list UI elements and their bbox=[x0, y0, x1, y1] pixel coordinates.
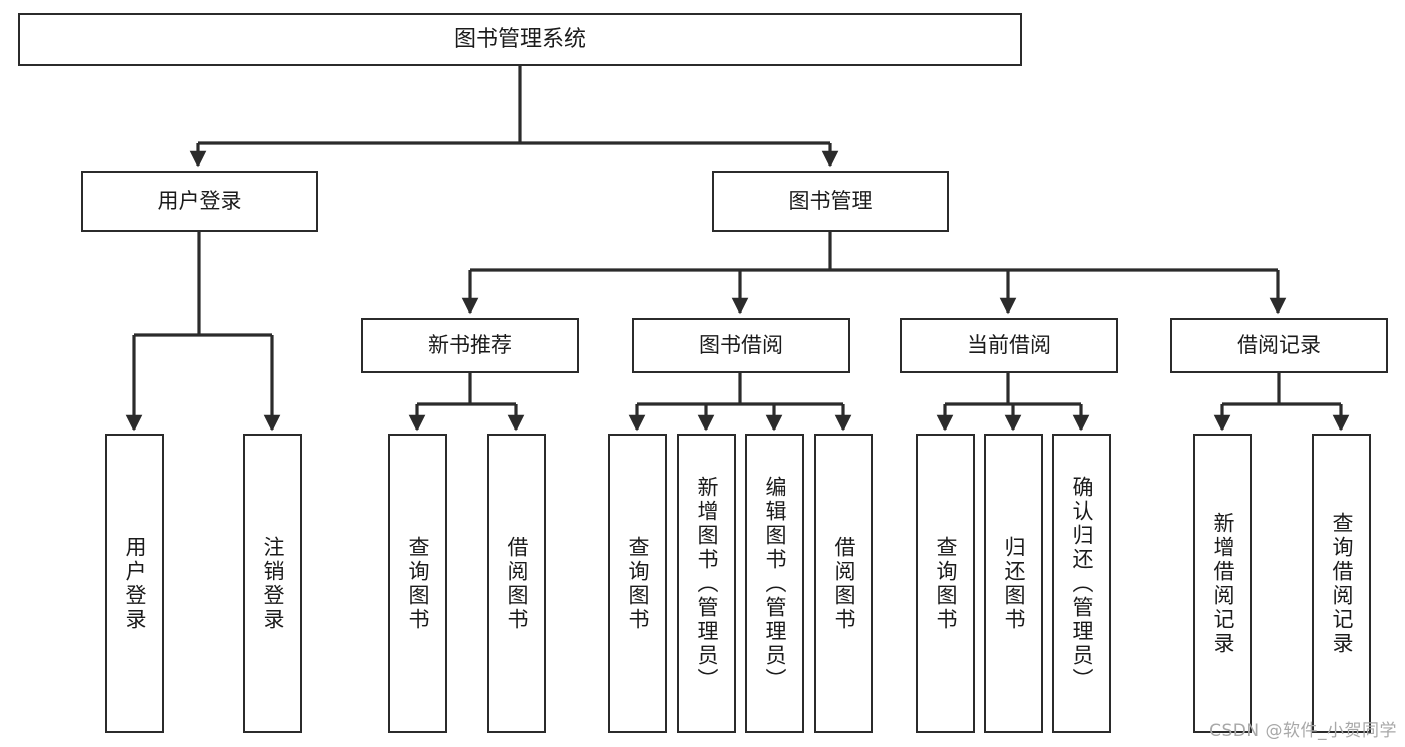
node-borrow-record[interactable]: 借阅记录 bbox=[1170, 318, 1388, 373]
node-label: 新增借阅记录 bbox=[1211, 511, 1235, 656]
node-leaf-edit-book-admin[interactable]: 编辑图书（管理员） bbox=[745, 434, 804, 733]
node-leaf-borrow-book-recommend[interactable]: 借阅图书 bbox=[487, 434, 546, 733]
node-label: 借阅图书 bbox=[505, 535, 529, 632]
node-leaf-query-borrow-record[interactable]: 查询借阅记录 bbox=[1312, 434, 1371, 733]
node-leaf-logout[interactable]: 注销登录 bbox=[243, 434, 302, 733]
node-leaf-add-book-admin[interactable]: 新增图书（管理员） bbox=[677, 434, 736, 733]
watermark-text: CSDN @软件_小贺同学 bbox=[1209, 721, 1397, 741]
node-leaf-add-borrow-record[interactable]: 新增借阅记录 bbox=[1193, 434, 1252, 733]
node-label: 图书管理系统 bbox=[453, 26, 586, 52]
node-label: 当前借阅 bbox=[967, 333, 1051, 358]
node-label: 借阅图书 bbox=[832, 535, 856, 632]
node-label: 新增图书（管理员） bbox=[695, 475, 719, 692]
node-label: 查询图书 bbox=[626, 535, 650, 632]
node-label: 借阅记录 bbox=[1237, 333, 1321, 358]
node-label: 注销登录 bbox=[261, 535, 285, 632]
node-label: 归还图书 bbox=[1002, 535, 1026, 632]
node-book-borrow[interactable]: 图书借阅 bbox=[632, 318, 850, 373]
node-leaf-user-login[interactable]: 用户登录 bbox=[105, 434, 164, 733]
node-label: 编辑图书（管理员） bbox=[763, 475, 787, 692]
node-label: 用户登录 bbox=[157, 189, 242, 214]
node-label: 查询图书 bbox=[934, 535, 958, 632]
node-label: 查询图书 bbox=[406, 535, 430, 632]
node-leaf-query-book-recommend[interactable]: 查询图书 bbox=[388, 434, 447, 733]
node-label: 查询借阅记录 bbox=[1330, 511, 1354, 656]
node-new-book-recommend[interactable]: 新书推荐 bbox=[361, 318, 579, 373]
node-label: 用户登录 bbox=[123, 535, 147, 632]
node-leaf-borrow-book[interactable]: 借阅图书 bbox=[814, 434, 873, 733]
node-book-management[interactable]: 图书管理 bbox=[712, 171, 949, 232]
node-current-borrow[interactable]: 当前借阅 bbox=[900, 318, 1118, 373]
node-leaf-query-book-borrow[interactable]: 查询图书 bbox=[608, 434, 667, 733]
node-label: 图书管理 bbox=[788, 189, 873, 214]
node-label: 图书借阅 bbox=[699, 333, 783, 358]
node-leaf-query-book-current[interactable]: 查询图书 bbox=[916, 434, 975, 733]
node-label: 新书推荐 bbox=[428, 333, 512, 358]
node-root-system[interactable]: 图书管理系统 bbox=[18, 13, 1022, 66]
node-leaf-confirm-return-admin[interactable]: 确认归还（管理员） bbox=[1052, 434, 1111, 733]
node-leaf-return-book[interactable]: 归还图书 bbox=[984, 434, 1043, 733]
node-label: 确认归还（管理员） bbox=[1070, 475, 1094, 692]
node-user-login[interactable]: 用户登录 bbox=[81, 171, 318, 232]
